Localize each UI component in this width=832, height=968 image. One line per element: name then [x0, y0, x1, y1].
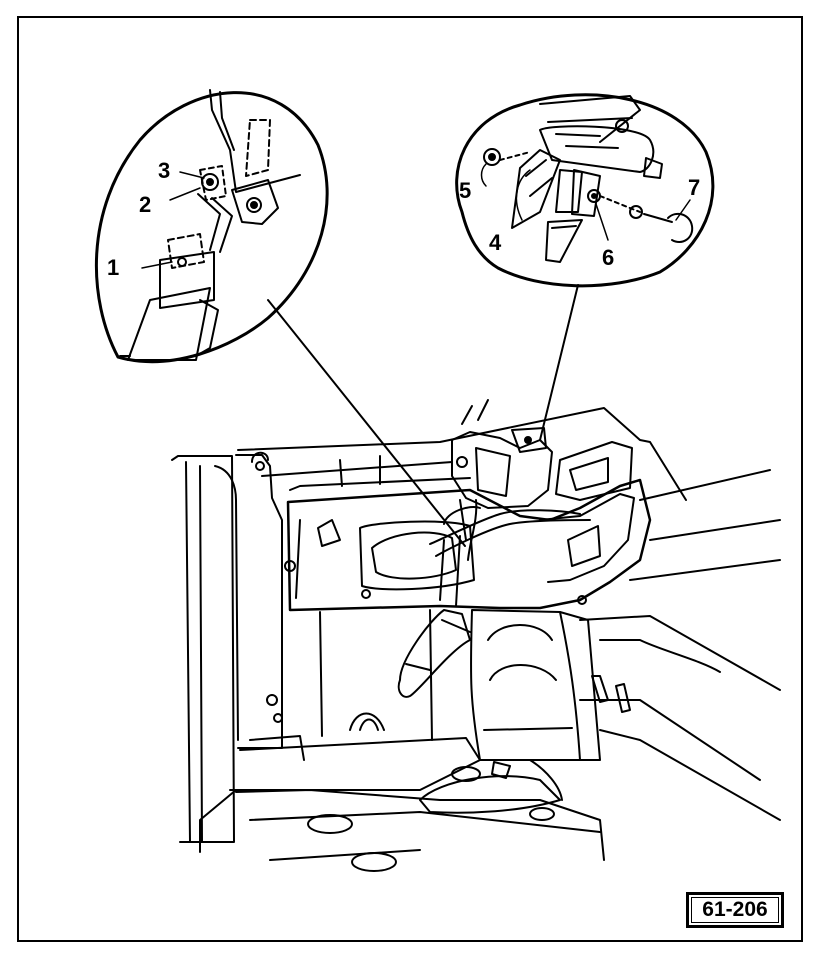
vehicle-body [171, 399, 781, 872]
callout-6: 6 [602, 245, 615, 270]
detail-view-right [455, 93, 715, 288]
callout-5: 5 [459, 178, 472, 203]
callout-3: 3 [158, 158, 171, 183]
leader-line-right [539, 284, 579, 441]
detail-view-left [94, 89, 329, 364]
callout-7: 7 [688, 175, 701, 200]
leader-line-left [267, 299, 466, 547]
figure-reference-number: 61-206 [686, 892, 784, 928]
callout-2: 2 [139, 192, 152, 217]
callout-4: 4 [489, 230, 502, 255]
callout-leaders [141, 163, 691, 269]
callout-1: 1 [107, 255, 120, 280]
diagram-frame [17, 16, 803, 942]
